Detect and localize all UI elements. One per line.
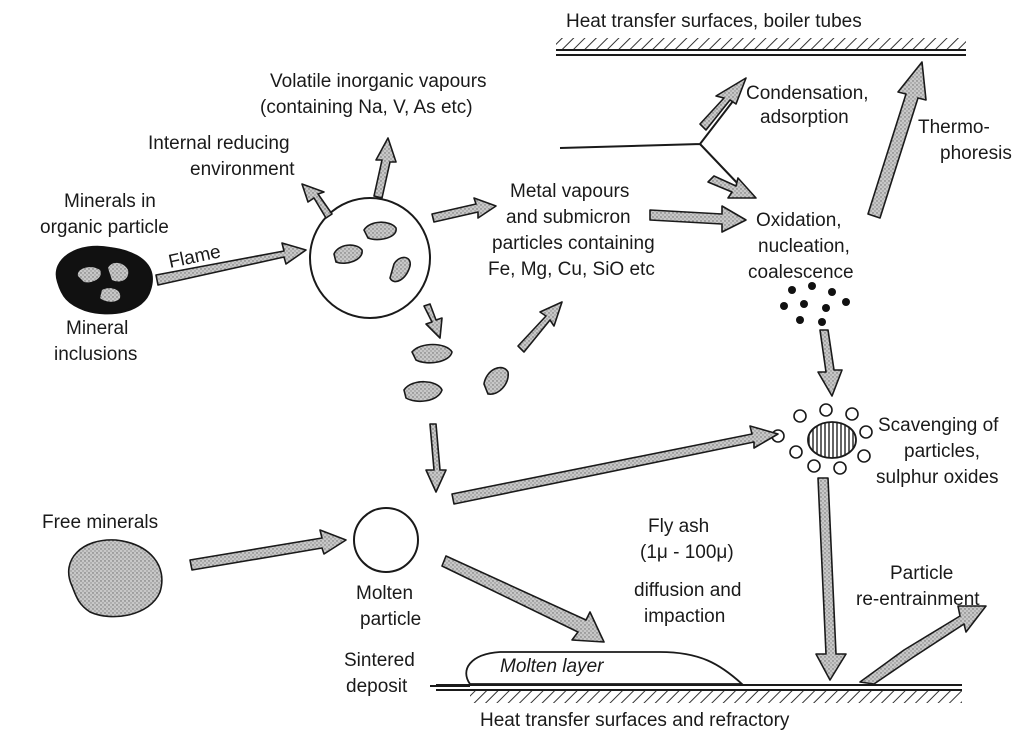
fly-ash-size-label: (1μ - 100μ) <box>640 542 734 563</box>
reentrainment-label: re-entrainment <box>856 589 980 610</box>
minerals-in-label: Minerals in <box>64 191 156 212</box>
molten-layer-arrow <box>442 556 604 642</box>
coalescence-label: coalescence <box>748 262 854 283</box>
internal-reducing-label: Internal reducing <box>148 133 290 154</box>
ejected-fragment-icon <box>404 382 442 402</box>
mineral-inclusions-label: Mineral <box>66 318 128 339</box>
thermophoresis-arrow <box>868 62 926 218</box>
bottom-heat-transfer-surface <box>436 685 962 703</box>
thermo-label: Thermo- <box>918 117 990 138</box>
metal-vapour-arrow <box>432 198 496 222</box>
deposit-label: deposit <box>346 676 408 697</box>
ejected-fragment-icon <box>412 345 452 363</box>
volatile-arrow <box>374 138 396 198</box>
adsorption-label: adsorption <box>760 107 849 128</box>
reentrainment-arrow <box>860 606 986 684</box>
oxidation-arrow <box>708 176 756 198</box>
metal-oxidation-arrow <box>650 206 746 232</box>
ejected-fragment-icon <box>484 368 508 395</box>
free-mineral-arrow <box>190 530 346 570</box>
phoresis-label: phoresis <box>940 143 1012 164</box>
diffusion-label: diffusion and <box>634 580 741 601</box>
particle-reentrain-label: Particle <box>890 563 953 584</box>
oxidation-label: Oxidation, <box>756 210 842 231</box>
volatile-label-detail: (containing Na, V, As etc) <box>260 97 473 118</box>
metal-vapours-label: Metal vapours <box>510 181 629 202</box>
molten-scavenging-arrow <box>452 426 778 504</box>
submicron-label: and submicron <box>506 207 631 228</box>
elements-label: Fe, Mg, Cu, SiO etc <box>488 259 655 280</box>
fragment-molten-arrow <box>426 424 446 492</box>
heat-transfer-top-label: Heat transfer surfaces, boiler tubes <box>566 11 862 32</box>
free-minerals-label: Free minerals <box>42 512 158 533</box>
sulphur-oxides-label: sulphur oxides <box>876 467 999 488</box>
organic-particle-label: organic particle <box>40 217 169 238</box>
scavenging-particle-icon <box>772 404 872 474</box>
fragment-arrow <box>424 304 442 338</box>
vapour-split-lines <box>560 92 740 186</box>
molten-label: Molten <box>356 583 413 604</box>
particles-containing-label: particles containing <box>492 233 655 254</box>
mineral-particle-icon <box>57 247 152 314</box>
sintered-label: Sintered <box>344 650 415 671</box>
molten-particle-icon <box>354 508 418 572</box>
fly-ash-label: Fly ash <box>648 516 709 537</box>
scavenging-surface-arrow <box>816 478 846 680</box>
diagram-labels: Heat transfer surfaces, boiler tubes Vol… <box>40 11 1012 731</box>
reducing-arrow <box>302 184 332 218</box>
volatile-label: Volatile inorganic vapours <box>270 71 487 92</box>
dots-scavenging-arrow <box>818 330 842 396</box>
particles-label: particles, <box>904 441 980 462</box>
condensation-label: Condensation, <box>746 83 869 104</box>
top-heat-transfer-surface <box>556 38 966 55</box>
environment-label: environment <box>190 159 295 180</box>
impaction-label: impaction <box>644 606 725 627</box>
condensation-arrow <box>700 78 746 130</box>
free-mineral-icon <box>69 540 162 617</box>
nucleation-dots <box>780 282 850 326</box>
scavenging-label: Scavenging of <box>878 415 999 436</box>
fragment-vapour-arrow <box>518 302 562 352</box>
molten-layer-label: Molten layer <box>500 656 604 677</box>
particle-label: particle <box>360 609 421 630</box>
heat-transfer-bottom-label: Heat transfer surfaces and refractory <box>480 710 790 731</box>
inclusions-label: inclusions <box>54 344 137 365</box>
nucleation-label: nucleation, <box>758 236 850 257</box>
